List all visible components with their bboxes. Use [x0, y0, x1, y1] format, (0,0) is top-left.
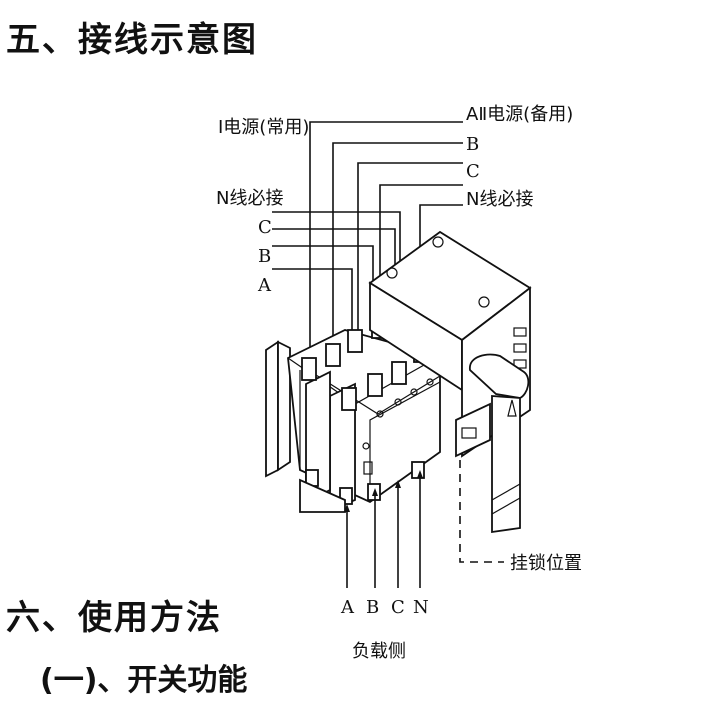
source2-phase-c-label: C [466, 161, 480, 182]
section-title-wiring: 五、接线示意图 [6, 20, 258, 60]
source1-phase-b-label: B [258, 246, 271, 267]
load-phase-a-label: A [340, 597, 355, 618]
source1-phase-c-label: C [258, 217, 272, 238]
lock-position-label: 挂锁位置 [510, 553, 582, 574]
lock-leader-line [459, 460, 504, 563]
load-phase-c-label: C [391, 597, 405, 618]
load-wires [344, 470, 423, 588]
source2-n-label: N线必接 [466, 189, 533, 210]
source1-phase-a-label: A [257, 275, 272, 296]
source1-n-label: N线必接 [216, 188, 283, 209]
source2-label: AⅡ电源(备用) [466, 104, 573, 125]
operating-mechanism [368, 230, 532, 534]
load-side-label: 负载侧 [352, 641, 406, 662]
subsection-title-switch-function: (一)、开关功能 [40, 663, 248, 698]
load-phase-n-label: N [413, 597, 429, 618]
source2-phase-b-label: B [466, 134, 479, 155]
source1-label: Ⅰ电源(常用) [218, 117, 309, 138]
section-title-usage: 六、使用方法 [6, 598, 222, 638]
switch-body [265, 315, 441, 513]
load-phase-b-label: B [366, 597, 379, 618]
